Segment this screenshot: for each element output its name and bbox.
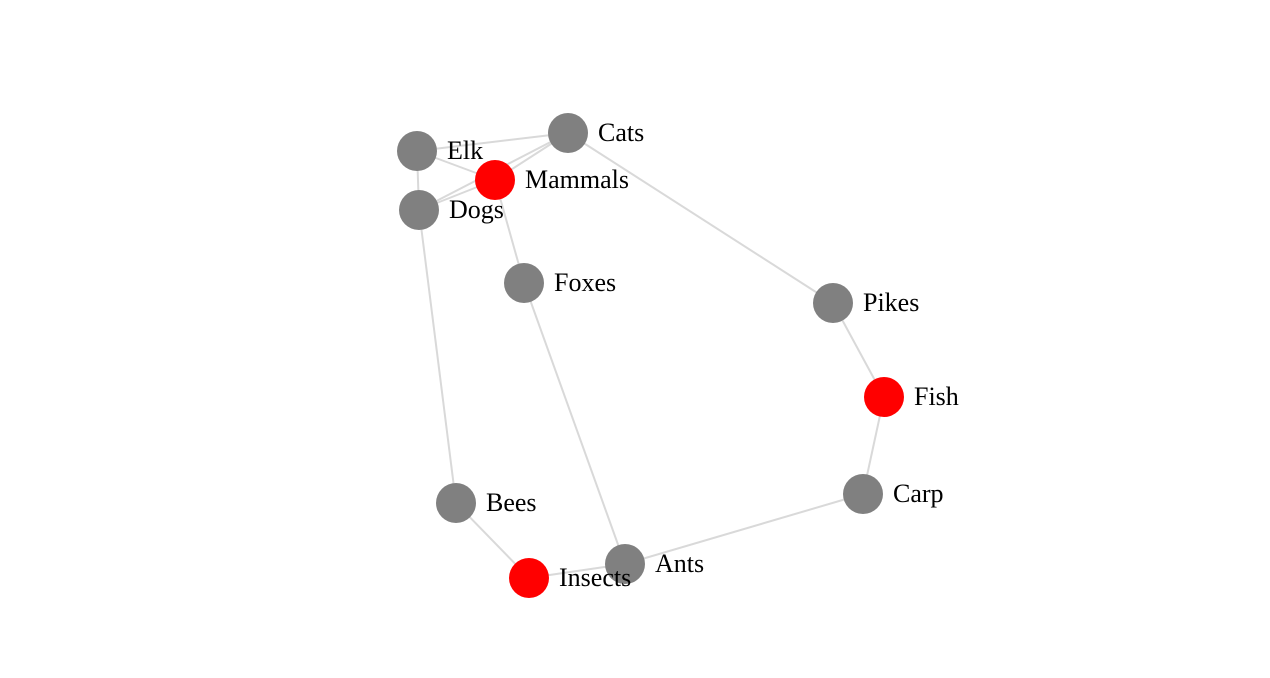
node-insects[interactable]	[509, 558, 549, 598]
node-dogs[interactable]	[399, 190, 439, 230]
node-pikes[interactable]	[813, 283, 853, 323]
node-bees[interactable]	[436, 483, 476, 523]
node-label-bees: Bees	[486, 488, 537, 517]
edge-carp-ants	[624, 493, 864, 565]
node-label-ants: Ants	[655, 549, 704, 578]
node-foxes[interactable]	[504, 263, 544, 303]
node-label-cats: Cats	[598, 118, 644, 147]
edge-elk-cats	[416, 132, 569, 152]
edge-dogs-bees	[418, 209, 457, 504]
node-label-fish: Fish	[914, 382, 959, 411]
node-label-carp: Carp	[893, 479, 944, 508]
node-label-foxes: Foxes	[554, 268, 616, 297]
edge-cats-pikes	[567, 132, 834, 304]
node-label-elk: Elk	[447, 136, 483, 165]
node-label-pikes: Pikes	[863, 288, 919, 317]
node-mammals[interactable]	[475, 160, 515, 200]
node-label-insects: Insects	[559, 563, 631, 592]
node-carp[interactable]	[843, 474, 883, 514]
node-label-dogs: Dogs	[449, 195, 504, 224]
node-ants[interactable]	[605, 544, 645, 584]
edge-foxes-ants	[523, 282, 626, 565]
node-layer	[397, 113, 904, 598]
node-elk[interactable]	[397, 131, 437, 171]
node-cats[interactable]	[548, 113, 588, 153]
node-label-mammals: Mammals	[525, 165, 629, 194]
node-fish[interactable]	[864, 377, 904, 417]
